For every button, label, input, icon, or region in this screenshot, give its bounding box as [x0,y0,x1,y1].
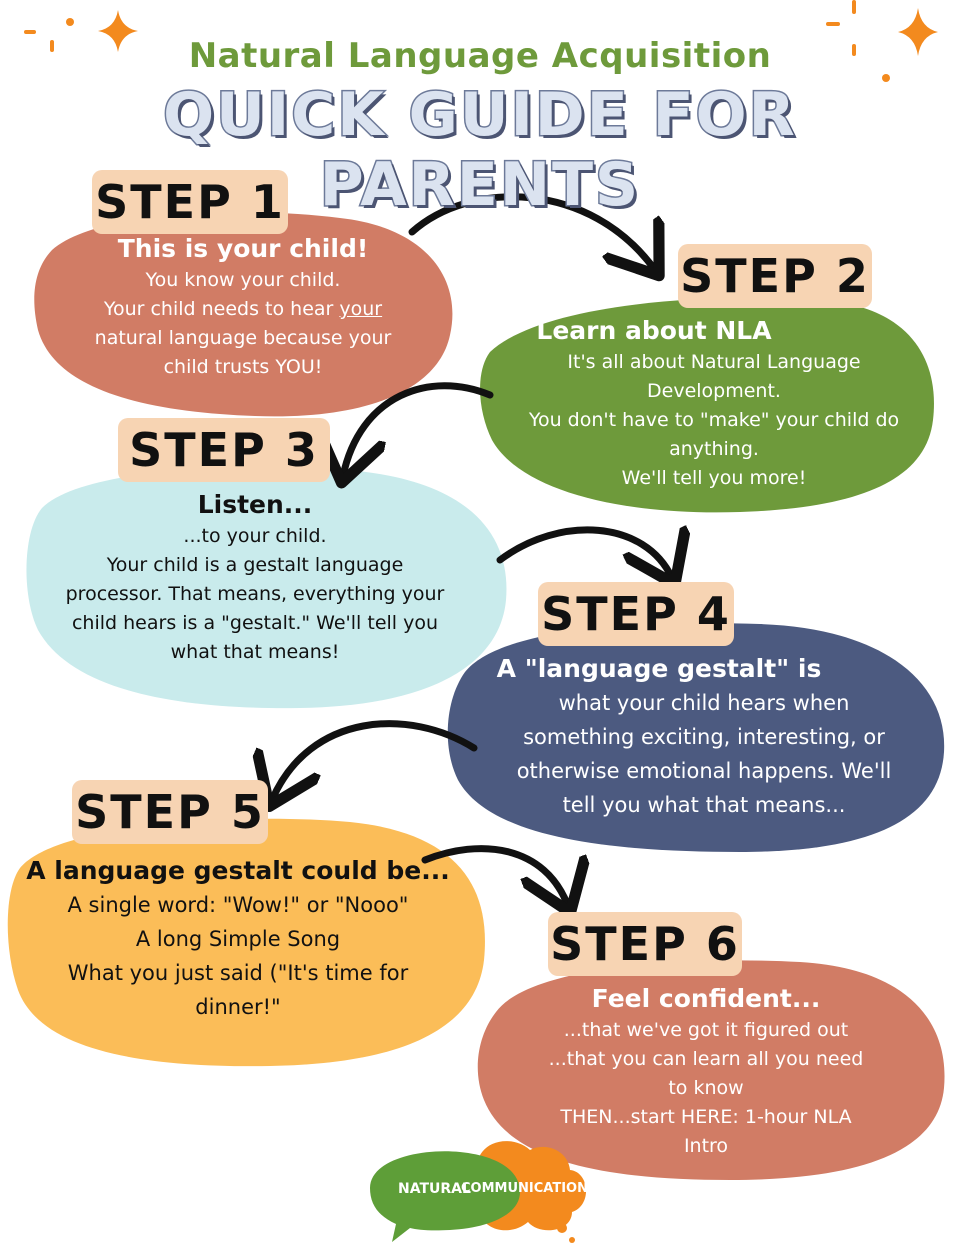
step-6-label: STEP 6 [548,912,742,976]
arrow-3-to-4 [496,530,672,578]
step-3-line: child hears is a "gestalt." We'll tell y… [71,612,439,634]
step-4-line: tell you what that means... [562,793,846,817]
logo-text-communication: COMMUNICATION [461,1181,588,1196]
step-6-text: Feel confident... ...that we've got it f… [496,984,916,1161]
step-3-label: STEP 3 [118,418,330,482]
step-5-line: What you just said ("It's time for [67,961,409,985]
step-1-blob [34,211,453,417]
page-title: QUICK GUIDE FOR PARENTS [162,79,797,222]
arrow-1-to-2 [408,193,655,270]
step-4-blob [447,623,945,852]
page-subtitle: Natural Language Acquisition [188,36,772,76]
step-6-blob [477,960,945,1180]
step-6-line: THEN...start HERE: 1-hour NLA [560,1106,852,1128]
step-2-line: We'll tell you more! [621,467,807,489]
step-2-line: Development. [647,380,781,402]
step-2-text: Learn about NLA It's all about Natural L… [494,316,934,493]
step-3-line: Your child is a gestalt language [106,554,404,576]
step-4-label: STEP 4 [538,582,734,646]
logo-graphic [370,1141,587,1243]
step-5-line: A long Simple Song [135,927,341,951]
step-1-text: This is your child! You know your child.… [48,234,438,382]
step-2-line: It's all about Natural Language [567,351,861,373]
step-4-line: something exciting, interesting, or [523,725,885,749]
step-2-heading: Learn about NLA [536,316,772,345]
step-5-line: dinner!" [195,995,281,1019]
step-6-line: ...that we've got it figured out [563,1019,849,1041]
step-4-line: what your child hears when [558,691,850,715]
step-2-blob [480,297,934,513]
step-3-text: Listen... ...to your child. Your child i… [40,490,470,667]
step-5-heading: A language gestalt could be... [26,856,450,885]
step-1-heading: This is your child! [117,234,369,263]
step-2-label: STEP 2 [678,244,872,308]
sparkle-icon [24,10,138,52]
step-2-line: You don't have to "make" your child do [528,409,900,431]
step-6-line: to know [668,1077,744,1099]
step-4-text: A "language gestalt" is what your child … [476,654,932,822]
step-3-line: processor. That means, everything your [65,583,445,605]
step-1-line: child trusts YOU! [163,356,323,378]
step-5-line: A single word: "Wow!" or "Nooo" [67,893,409,917]
step-3-heading: Listen... [197,490,313,519]
step-3-blob [26,467,507,709]
step-1-line: You know your child. [145,269,341,291]
step-4-line: otherwise emotional happens. We'll [516,759,892,783]
arrow-5-to-6 [421,845,568,906]
step-6-heading: Feel confident... [591,984,821,1013]
step-1-label: STEP 1 [92,170,288,234]
step-3-line: ...to your child. [183,525,327,547]
step-1-line: natural language because your [94,327,392,349]
step-6-line: ...that you can learn all you need [548,1048,864,1070]
step-1-line: Your child needs to hear your [103,298,383,320]
logo-text-natural: NATURAL [398,1181,471,1197]
step-2-line: anything. [669,438,759,460]
arrow-4-to-5 [272,720,478,800]
step-3-line: what that means! [170,641,340,663]
sparkle-icon [826,0,938,82]
arrow-2-to-3 [343,382,494,476]
step-5-label: STEP 5 [72,780,268,844]
step-5-blob [7,818,485,1067]
step-5-text: A language gestalt could be... A single … [18,856,458,1024]
step-6-line: Intro [683,1135,729,1157]
step-4-heading: A "language gestalt" is [496,654,822,683]
